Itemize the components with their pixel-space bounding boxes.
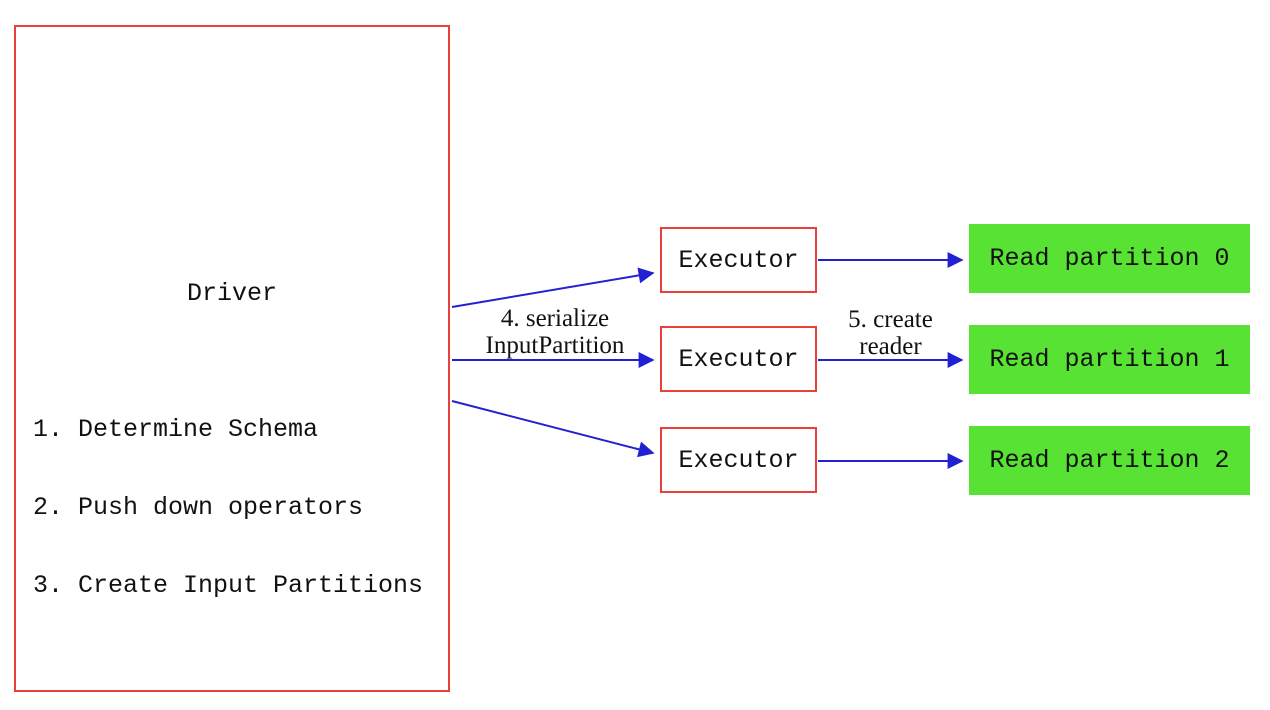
driver-step-2: 2. Push down operators (33, 493, 364, 522)
partition-label-0: Read partition 0 (989, 244, 1230, 273)
label-create-reader-line-1: 5. create (848, 306, 933, 333)
label-serialize-inputpartition: 4. serialize InputPartition (465, 305, 645, 359)
partition-label-2: Read partition 2 (989, 446, 1230, 475)
executor-label-0: Executor (678, 245, 799, 275)
label-serialize-line-2: InputPartition (485, 332, 625, 359)
driver-title: Driver (186, 279, 277, 308)
driver-step-3: 3. Create Input Partitions (33, 571, 424, 600)
arrow-driver-to-executor-0 (451, 267, 655, 308)
executor-box-1: Executor (660, 326, 817, 392)
partition-box-2: Read partition 2 (969, 426, 1250, 495)
executor-label-2: Executor (678, 445, 799, 475)
driver-steps: 1. Determine Schema 2. Push down operato… (33, 365, 443, 651)
executor-box-0: Executor (660, 227, 817, 293)
label-create-reader: 5. create reader (828, 306, 953, 360)
partition-box-1: Read partition 1 (969, 325, 1250, 394)
partition-box-0: Read partition 0 (969, 224, 1250, 293)
driver-step-1: 1. Determine Schema (33, 415, 319, 444)
partition-label-1: Read partition 1 (989, 345, 1230, 374)
arrow-driver-to-executor-2 (451, 400, 655, 458)
executor-label-1: Executor (678, 344, 799, 374)
executor-box-2: Executor (660, 427, 817, 493)
driver-box: Driver 1. Determine Schema 2. Push down … (14, 25, 450, 692)
label-serialize-line-1: 4. serialize (500, 305, 610, 332)
label-create-reader-line-2: reader (859, 333, 922, 360)
